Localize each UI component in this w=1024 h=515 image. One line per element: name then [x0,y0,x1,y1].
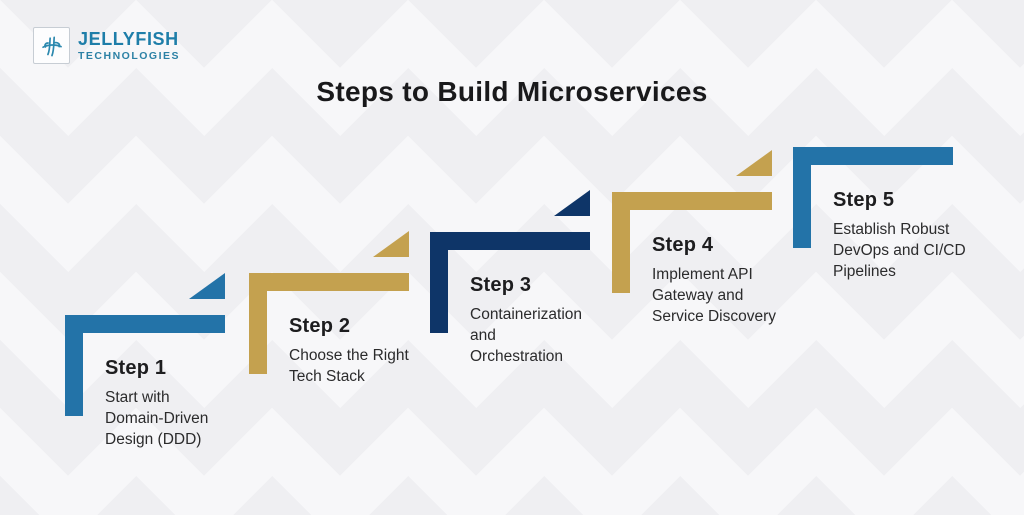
step-2-bracket-vertical [249,273,267,374]
step-1-bracket-vertical [65,315,83,416]
step-1-flag-triangle-icon [189,273,225,299]
step-label: Step 1 [105,357,167,379]
step-1-bracket-horizontal [65,315,225,333]
step-label: Step 3 [470,274,532,296]
step-3: Step 3 Containerization and Orchestratio… [430,190,660,432]
step-5: Step 5 Establish Robust DevOps and CI/CD… [793,147,1023,347]
step-3-text: Step 3 Containerization and Orchestratio… [470,274,655,367]
page-title: Steps to Build Microservices [316,76,708,107]
brand-logo: JELLYFISH TECHNOLOGIES [33,27,180,64]
step-description: Implement API Gateway and Service Discov… [652,266,777,325]
step-2-bracket-horizontal [249,273,409,291]
step-label: Step 4 [652,234,714,256]
step-4-bracket-horizontal [612,192,772,210]
step-3-flag-triangle-icon [554,190,590,216]
step-5-bracket-horizontal [793,147,953,165]
step-5-bracket-vertical [793,147,811,248]
step-label: Step 5 [833,189,895,211]
step-4-text: Step 4 Implement API Gateway and Service… [652,234,837,327]
logo-subtitle-text: TECHNOLOGIES [78,49,181,62]
step-4-bracket-vertical [612,192,630,293]
step-3-bracket-horizontal [430,232,590,250]
step-description: Choose the Right Tech Stack [289,347,409,385]
step-description: Start with Domain-Driven Design (DDD) [105,389,209,448]
step-4-flag-triangle-icon [736,150,772,176]
step-description: Establish Robust DevOps and CI/CD Pipeli… [833,221,966,280]
step-2-text: Step 2 Choose the Right Tech Stack [289,315,474,387]
step-1-text: Step 1 Start with Domain-Driven Design (… [105,357,290,450]
step-label: Step 2 [289,315,351,337]
step-3-bracket-vertical [430,232,448,333]
logo-brand-text: JELLYFISH [78,28,179,49]
jellyfish-icon [33,27,70,64]
step-1: Step 1 Start with Domain-Driven Design (… [65,273,295,515]
step-description: Containerization and Orchestration [470,306,583,365]
step-5-text: Step 5 Establish Robust DevOps and CI/CD… [833,189,1018,282]
step-2-flag-triangle-icon [373,231,409,257]
